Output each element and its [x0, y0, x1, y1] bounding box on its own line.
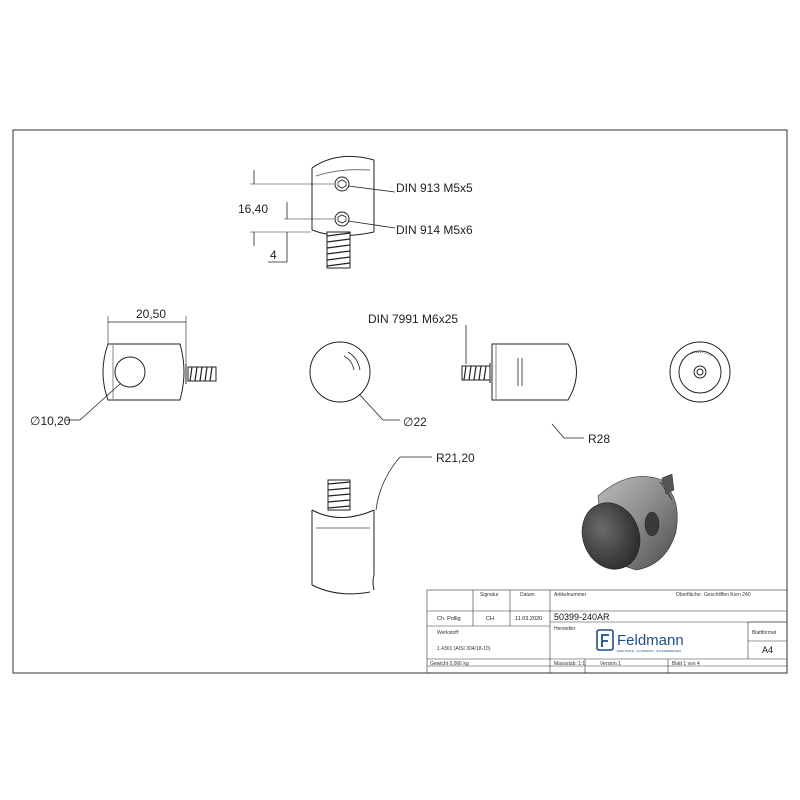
tb-sheet: Blatt 1 von 4 [672, 661, 700, 667]
dim-4: 4 [270, 248, 277, 262]
front-view-circle [309, 341, 400, 421]
tb-material-label: Werkstoff: [437, 630, 459, 636]
thread-bottom-label: DIN 914 M5x6 [396, 223, 473, 237]
title-block [426, 589, 788, 674]
tb-scale: Massstab: 1:1 [554, 661, 585, 667]
brand-tagline: EDELSTAHL · ALUMINIUM · SCHMIEDEEISEN [617, 649, 681, 653]
tb-paper-format-label: Blattformat [752, 630, 777, 636]
drawing-frame [12, 129, 788, 674]
iso-view [581, 473, 678, 571]
tb-header-article: Artikelnummer [554, 592, 587, 598]
tb-header-date: Datum [520, 592, 535, 598]
screw-label: DIN 7991 M6x25 [368, 312, 458, 326]
tb-version: Version:1 [600, 661, 621, 667]
tb-header-surface: Oberfläche: [676, 592, 702, 598]
left-view [66, 316, 217, 421]
tb-manufacturer-label: Hersteller [554, 626, 576, 632]
end-view [669, 341, 731, 403]
dim-dia-10-20: ∅10,20 [30, 414, 71, 428]
tb-article-number: 50399-240AR [554, 612, 610, 622]
tb-date: 11.03.2020 [515, 616, 542, 622]
dim-dia-22: ∅22 [403, 415, 427, 429]
bottom-view [311, 456, 432, 595]
tb-weight: Gewicht 0,066 kg [430, 661, 469, 667]
tb-name: Ch. Pollig [437, 616, 461, 622]
tb-paper-format-value: A4 [762, 645, 773, 655]
brand-name: Feldmann [617, 632, 684, 649]
tb-header-signature: Signatur [480, 592, 499, 598]
radius-21-20: R21,20 [436, 451, 475, 465]
tb-surface-value: Geschliffen Korn 240 [704, 592, 751, 598]
top-view [250, 155, 396, 269]
right-view [461, 325, 584, 439]
dim-20-50: 20,50 [136, 307, 166, 321]
thread-top-label: DIN 913 M5x5 [396, 181, 473, 195]
tb-signature: CH [486, 616, 494, 622]
radius-28: R28 [588, 432, 610, 446]
dim-16-40: 16,40 [238, 202, 268, 216]
tb-material-value: 1.4301 (AISI 304/18-10) [437, 646, 491, 652]
feldmann-logo: Feldmann EDELSTAHL · ALUMINIUM · SCHMIED… [596, 629, 684, 653]
